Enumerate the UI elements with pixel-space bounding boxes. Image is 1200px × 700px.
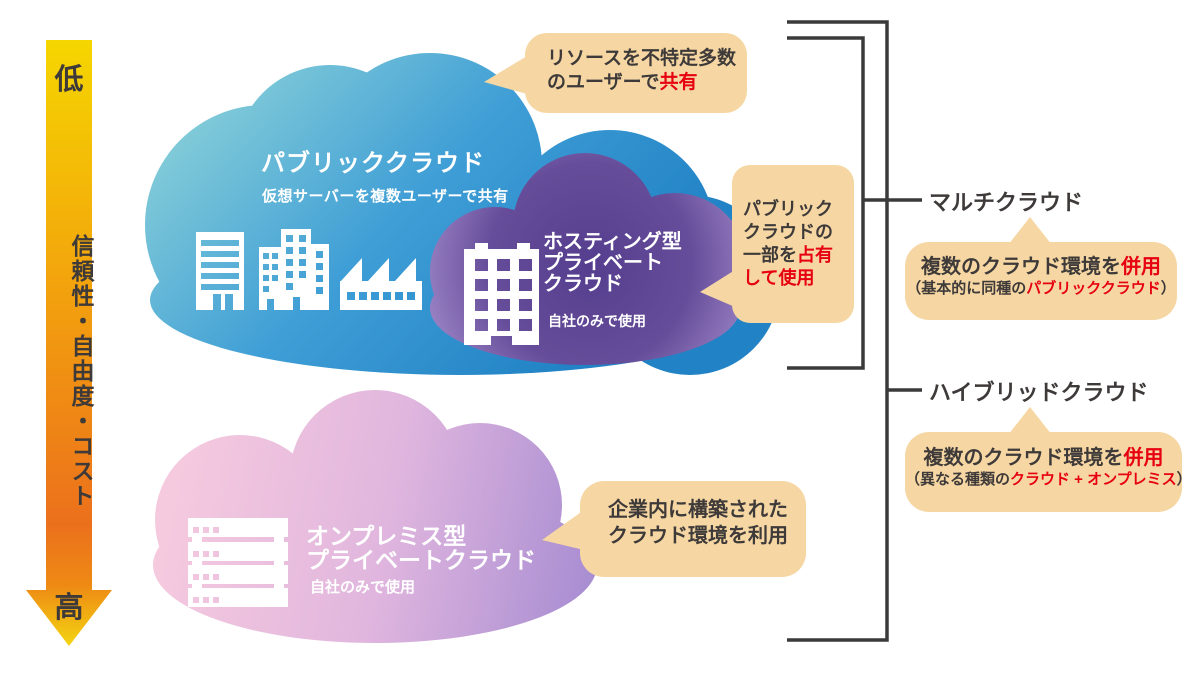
- multi-cloud-label: マルチクラウド: [929, 190, 1084, 215]
- public-cloud-title: パブリッククラウド: [261, 150, 486, 177]
- grouping-brackets: [787, 20, 922, 642]
- axis-low-label: 低: [54, 64, 84, 96]
- factory-icon: [340, 258, 422, 310]
- multi-cloud-note-bubble: 複数のクラウド環境を併用 （基本的に同種のパブリッククラウド）: [905, 242, 1177, 320]
- hosted-cloud-subtitle: 自社のみで使用: [548, 313, 646, 329]
- hosted-bubble-tail: [700, 270, 735, 307]
- city-buildings-icon: [196, 229, 329, 310]
- server-rack-icon: [188, 518, 288, 607]
- public-cloud-note-bubble: リソースを不特定多数 のユーザーで共有: [525, 33, 747, 113]
- cost-axis-arrow: [26, 40, 112, 646]
- hybrid-cloud-note-bubble: 複数のクラウド環境を併用 （異なる種類のクラウド + オンプレミス）: [905, 432, 1192, 512]
- multi-cloud-bracket: [787, 36, 865, 370]
- hybrid-bubble-tail: [1008, 407, 1052, 435]
- axis-high-label: 高: [54, 592, 84, 624]
- multi-bubble-tail: [1008, 217, 1052, 245]
- public-bubble-tail: [484, 56, 527, 94]
- axis-title: 信頼性・自由度・コスト: [68, 234, 94, 509]
- onprem-bubble-tail: [542, 510, 584, 550]
- hybrid-cloud-bracket: [787, 20, 889, 642]
- hosted-cloud-title: ホスティング型 プライベート クラウド: [543, 231, 682, 295]
- bubble-tails: [484, 56, 1052, 550]
- office-building-icon: [464, 243, 539, 345]
- onprem-cloud-subtitle: 自社のみで使用: [310, 579, 416, 596]
- hosted-cloud-note-bubble: パブリック クラウドの 一部を占有 して使用: [732, 165, 854, 323]
- onprem-cloud-title: オンプレミス型 プライベートクラウド: [306, 523, 536, 574]
- onprem-cloud-note-bubble: 企業内に構築された クラウド環境を利用: [580, 481, 806, 577]
- public-cloud-subtitle: 仮想サーバーを複数ユーザーで共有: [262, 188, 509, 205]
- hybrid-cloud-label: ハイブリッドクラウド: [929, 380, 1149, 405]
